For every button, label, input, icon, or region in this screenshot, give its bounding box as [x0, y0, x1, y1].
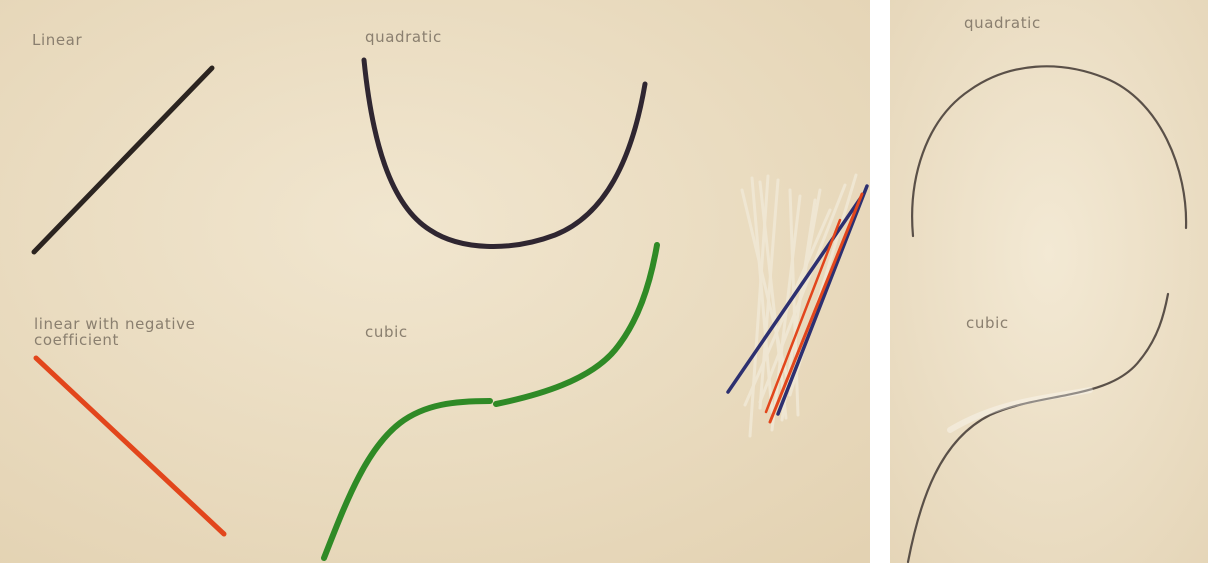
label-cubic-right: cubic	[966, 314, 1009, 332]
label-quadratic: quadratic	[365, 28, 442, 46]
label-negative-line2: coefficient	[34, 331, 119, 349]
left-photo-canvas: Linear quadratic linear with negative co…	[0, 0, 870, 563]
left-photo: Linear quadratic linear with negative co…	[0, 0, 870, 563]
label-cubic: cubic	[365, 323, 408, 341]
right-photo: quadratic cubic	[890, 0, 1208, 563]
label-quadratic-right: quadratic	[964, 14, 1041, 32]
right-photo-canvas: quadratic cubic	[890, 0, 1208, 563]
paper-background-right	[890, 0, 1208, 563]
label-linear: Linear	[32, 31, 82, 49]
paper-background	[0, 0, 870, 563]
